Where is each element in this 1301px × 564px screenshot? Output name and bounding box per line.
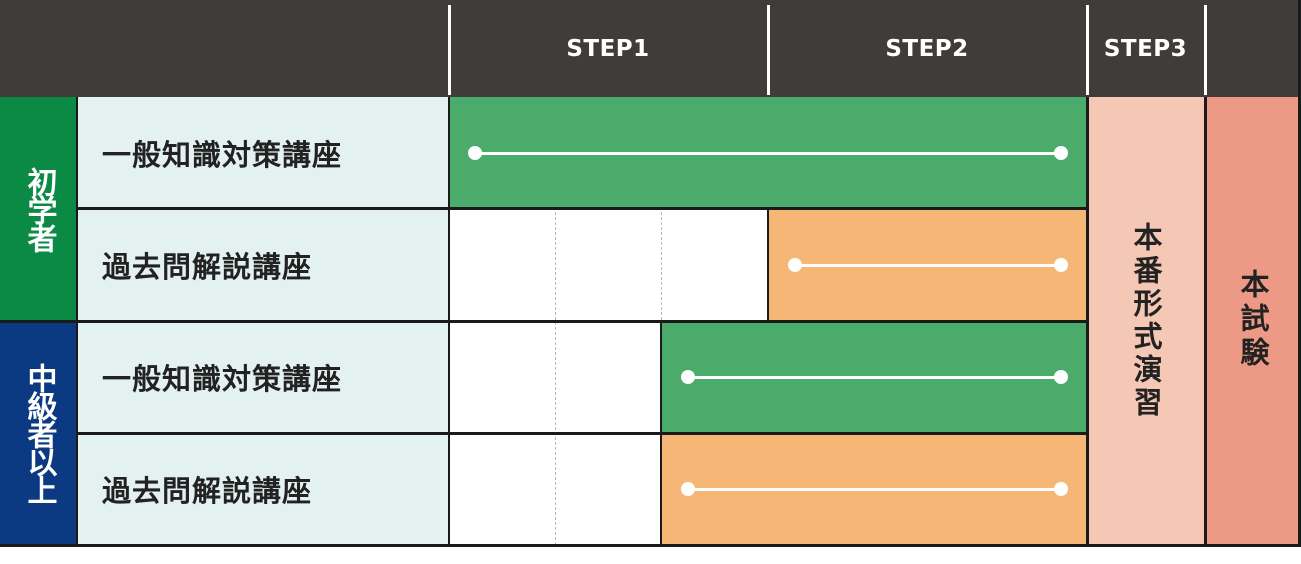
timeline-line: [475, 152, 1062, 155]
row-separator: [77, 432, 1087, 435]
timeline-start-dot: [681, 370, 695, 384]
group-beginner-label: 初学者: [21, 167, 57, 251]
course-past-exam-intermediate: 過去問解説講座: [77, 433, 449, 545]
group-beginner: 初学者: [0, 97, 77, 321]
column-separator: [1086, 97, 1089, 545]
column-separator: [448, 97, 450, 545]
timeline-start-dot: [468, 146, 482, 160]
course-general-knowledge-intermediate: 一般知識対策講座: [77, 321, 449, 433]
step2-header: STEP2: [885, 35, 969, 62]
timeline-line: [795, 264, 1062, 267]
header-divider: [448, 5, 451, 95]
header-divider: [767, 5, 770, 95]
timeline-end-dot: [1054, 258, 1068, 272]
timeline-line: [688, 376, 1062, 379]
header-bar: [0, 0, 1301, 97]
column-separator: [1204, 97, 1207, 545]
header-divider: [1204, 5, 1207, 95]
timeline-start-dot: [788, 258, 802, 272]
column-separator: [767, 209, 769, 321]
group-intermediate-label: 中級者以上: [21, 363, 57, 503]
timeline-start-dot: [681, 482, 695, 496]
header-divider: [1086, 5, 1089, 95]
exam-box: 本試験: [1206, 97, 1299, 545]
column-separator: [660, 321, 662, 545]
step3-practice-box: 本番形式演習: [1087, 97, 1204, 545]
timeline-end-dot: [1054, 370, 1068, 384]
step3-header: STEP3: [1103, 35, 1188, 62]
timeline-end-dot: [1054, 482, 1068, 496]
course-past-exam-beginner: 過去問解説講座: [77, 209, 449, 321]
group-separator: [0, 320, 1087, 323]
step1-header: STEP1: [566, 35, 650, 62]
outer-border-bottom: [0, 544, 1301, 547]
outer-border-right: [1298, 0, 1301, 546]
row-separator: [77, 207, 1087, 210]
column-separator: [76, 97, 78, 545]
group-intermediate: 中級者以上: [0, 321, 77, 545]
course-general-knowledge-beginner: 一般知識対策講座: [77, 97, 449, 209]
exam-label: 本試験: [1236, 269, 1270, 371]
timeline-end-dot: [1054, 146, 1068, 160]
timeline-line: [688, 488, 1062, 491]
step3-practice-label: 本番形式演習: [1129, 222, 1163, 420]
